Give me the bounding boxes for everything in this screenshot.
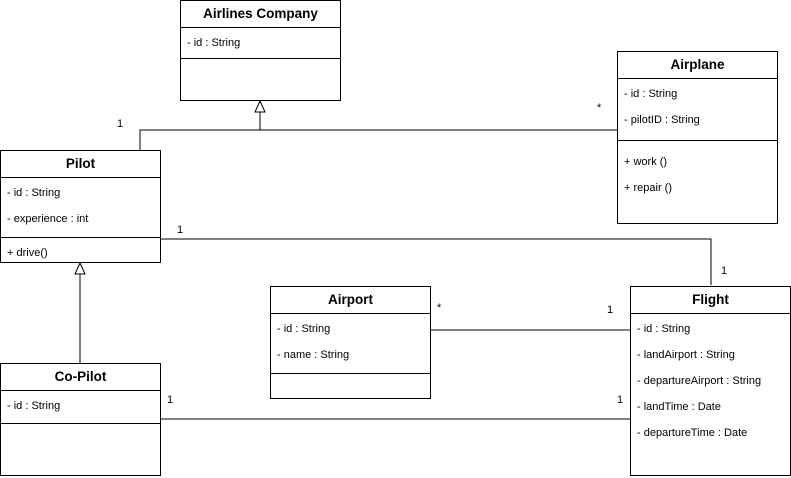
- attribute: - departureAirport : String: [637, 375, 762, 387]
- class-pilot[interactable]: Pilot - id : String - experience : int +…: [0, 150, 161, 263]
- class-airlines-company[interactable]: Airlines Company - id : String: [180, 0, 341, 101]
- attribute: - pilotID : String: [624, 114, 700, 126]
- attribute: - departureTime : Date: [637, 427, 748, 439]
- operations-compartment: [271, 374, 430, 398]
- multiplicity-airport-flight-flight-end: 1: [607, 304, 614, 316]
- operations-compartment: + work () + repair (): [618, 141, 777, 223]
- attribute: - id : String: [637, 323, 691, 335]
- multiplicity-copilot-flight-flight-end: 1: [617, 394, 624, 406]
- attributes-compartment: - id : String: [1, 391, 160, 424]
- operations-compartment: + drive(): [1, 238, 160, 266]
- generalization-arrowhead-airlines: [254, 99, 266, 113]
- class-name: Co-Pilot: [1, 364, 160, 391]
- operation: + repair (): [624, 182, 672, 194]
- attribute: - id : String: [624, 88, 678, 100]
- attribute: - landAirport : String: [637, 349, 735, 361]
- association-pilot-flight: [160, 238, 712, 285]
- attribute: - name : String: [277, 349, 350, 361]
- class-name: Airlines Company: [181, 1, 340, 28]
- generalization-arrowhead-pilot: [74, 261, 86, 275]
- multiplicity-copilot-flight-copilot-end: 1: [167, 394, 174, 406]
- multiplicity-pilot-flight-pilot-end: 1: [177, 224, 184, 236]
- operations-compartment: [181, 59, 340, 100]
- attributes-compartment: - id : String - landAirport : String - d…: [631, 314, 790, 478]
- multiplicity-pilot-airplane-airplane-end: *: [597, 102, 602, 114]
- attributes-compartment: - id : String - name : String: [271, 314, 430, 374]
- class-airport[interactable]: Airport - id : String - name : String: [270, 286, 431, 399]
- class-airplane[interactable]: Airplane - id : String - pilotID : Strin…: [617, 51, 778, 224]
- multiplicity-airport-flight-airport-end: *: [437, 302, 442, 314]
- class-name: Pilot: [1, 151, 160, 178]
- class-co-pilot[interactable]: Co-Pilot - id : String: [0, 363, 161, 476]
- generalization-pilot-airlines: [139, 112, 261, 150]
- attributes-compartment: - id : String: [181, 28, 340, 59]
- attribute: - id : String: [7, 187, 61, 199]
- attributes-compartment: - id : String - experience : int: [1, 178, 160, 238]
- attribute: - id : String: [7, 400, 61, 412]
- attribute: - landTime : Date: [637, 401, 721, 413]
- attributes-compartment: - id : String - pilotID : String: [618, 79, 777, 141]
- attribute: - id : String: [277, 323, 331, 335]
- attribute: - id : String: [187, 37, 241, 49]
- class-name: Flight: [631, 287, 790, 314]
- operation: + drive(): [7, 247, 48, 259]
- class-flight[interactable]: Flight - id : String - landAirport : Str…: [630, 286, 791, 476]
- operation: + work (): [624, 156, 668, 168]
- class-name: Airport: [271, 287, 430, 314]
- attribute: - experience : int: [7, 213, 89, 225]
- multiplicity-pilot-airplane-pilot-end: 1: [117, 118, 124, 130]
- operations-compartment: [1, 424, 160, 475]
- multiplicity-pilot-flight-flight-end: 1: [721, 265, 728, 277]
- class-name: Airplane: [618, 52, 777, 79]
